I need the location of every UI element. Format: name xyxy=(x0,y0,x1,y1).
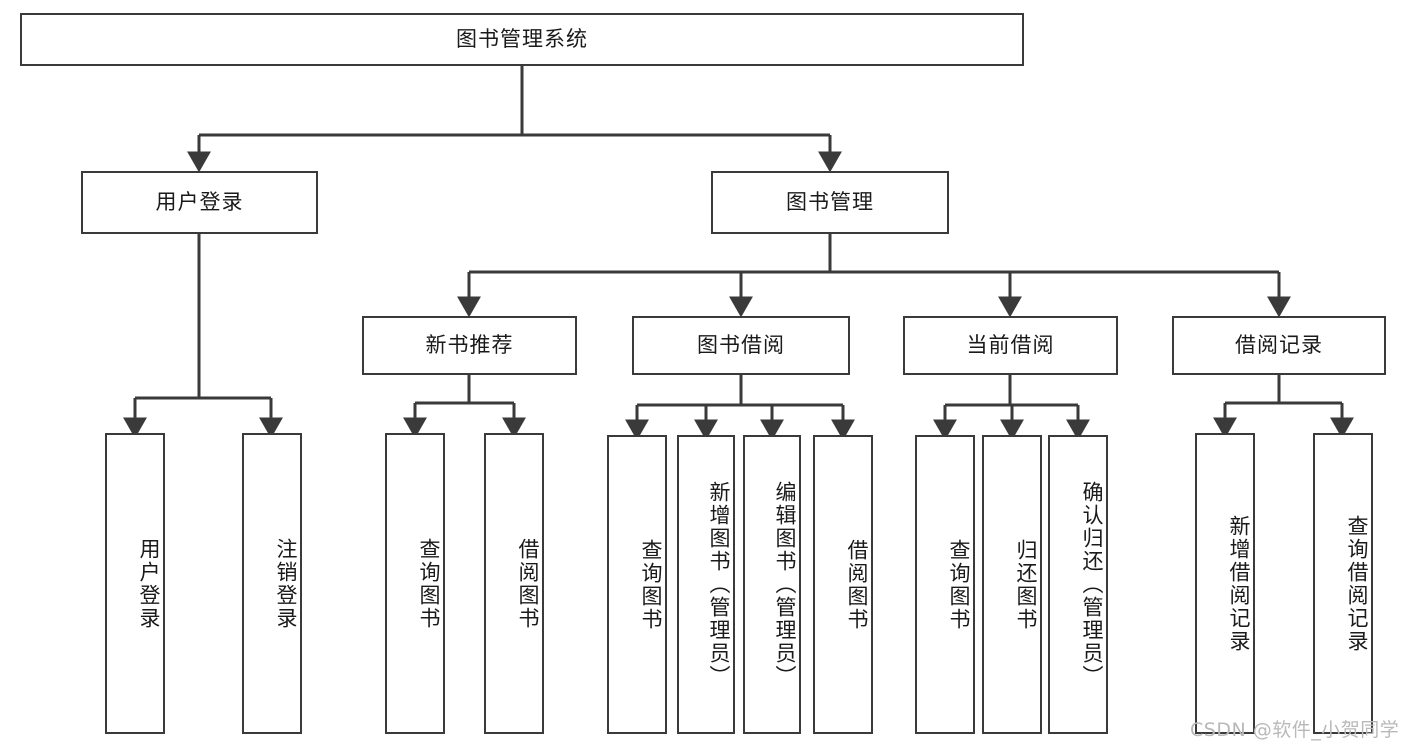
leaf-label: 新增图书（管理员） xyxy=(707,481,731,688)
node-root[interactable]: 图书管理系统 xyxy=(20,13,1024,66)
leaf-user-login-logout[interactable]: 注销登录 xyxy=(242,433,302,734)
node-user-login[interactable]: 用户登录 xyxy=(81,171,318,234)
leaf-borrow-borrow-book[interactable]: 借阅图书 xyxy=(813,435,873,734)
leaf-label: 查询图书 xyxy=(417,537,441,630)
node-new-book-recommend[interactable]: 新书推荐 xyxy=(362,316,577,375)
node-current-borrow-label: 当前借阅 xyxy=(966,332,1055,357)
node-book-borrow-label: 图书借阅 xyxy=(697,332,785,357)
leaf-label: 查询借阅记录 xyxy=(1345,514,1369,653)
node-new-book-recommend-label: 新书推荐 xyxy=(425,332,514,357)
leaf-label: 归还图书 xyxy=(1014,538,1038,631)
leaf-label: 查询图书 xyxy=(947,538,971,631)
leaf-borrow-add-book[interactable]: 新增图书（管理员） xyxy=(677,435,735,734)
node-root-label: 图书管理系统 xyxy=(456,26,588,51)
leaf-label: 借阅图书 xyxy=(845,538,869,631)
leaf-label: 编辑图书（管理员） xyxy=(773,481,797,688)
node-book-borrow[interactable]: 图书借阅 xyxy=(632,316,850,375)
node-book-management[interactable]: 图书管理 xyxy=(711,171,949,234)
leaf-current-query-book[interactable]: 查询图书 xyxy=(915,435,975,734)
leaf-label: 新增借阅记录 xyxy=(1227,514,1251,653)
node-borrow-records[interactable]: 借阅记录 xyxy=(1172,316,1386,375)
node-borrow-records-label: 借阅记录 xyxy=(1235,332,1323,357)
leaf-label: 用户登录 xyxy=(137,537,161,630)
leaf-current-return-book[interactable]: 归还图书 xyxy=(982,435,1042,734)
leaf-current-confirm-return[interactable]: 确认归还（管理员） xyxy=(1048,435,1108,734)
leaf-label: 确认归还（管理员） xyxy=(1080,481,1104,688)
leaf-recommend-borrow-book[interactable]: 借阅图书 xyxy=(484,433,544,734)
leaf-recommend-query-book[interactable]: 查询图书 xyxy=(385,433,445,734)
leaf-user-login-login[interactable]: 用户登录 xyxy=(105,433,165,734)
leaf-label: 查询图书 xyxy=(639,538,663,631)
leaf-label: 注销登录 xyxy=(274,537,298,630)
node-user-login-label: 用户登录 xyxy=(155,189,244,214)
leaf-borrow-edit-book[interactable]: 编辑图书（管理员） xyxy=(743,435,801,734)
node-book-management-label: 图书管理 xyxy=(786,189,874,214)
node-current-borrow[interactable]: 当前借阅 xyxy=(903,316,1118,375)
leaf-borrow-query-book[interactable]: 查询图书 xyxy=(607,435,667,734)
leaf-records-add-record[interactable]: 新增借阅记录 xyxy=(1195,433,1255,734)
leaf-label: 借阅图书 xyxy=(516,537,540,630)
leaf-records-query-record[interactable]: 查询借阅记录 xyxy=(1313,433,1373,734)
watermark-csdn: CSDN @软件_小贺同学 xyxy=(1190,719,1400,741)
